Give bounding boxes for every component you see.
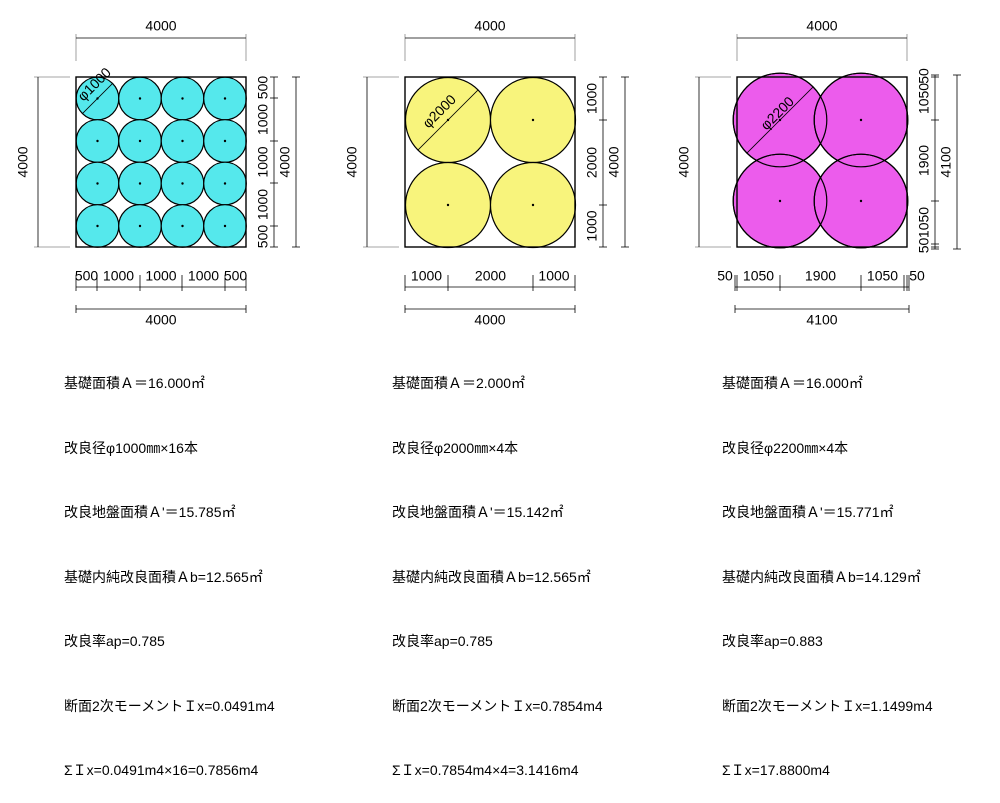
- right-segment-label: 50: [916, 238, 932, 254]
- note-line: 基礎面積Ａ＝16.000㎡: [64, 375, 205, 391]
- note-line: 改良率ap=0.883: [722, 633, 823, 649]
- pile-center-dot: [96, 182, 99, 185]
- pile-center-dot: [96, 139, 99, 143]
- pile-center-dot: [96, 224, 99, 228]
- note-line: 改良径φ2000㎜×4本: [392, 439, 519, 456]
- foundation-outline: [404, 76, 576, 248]
- right-segment-label: 500: [255, 76, 271, 100]
- top-dimension-label: 4000: [145, 18, 176, 34]
- pile-center-dot: [138, 182, 142, 185]
- note-line: 断面2次モーメントＩx=0.0491m4: [64, 697, 275, 714]
- note-line: 改良径φ1000㎜×16本: [64, 439, 198, 456]
- right-total-label: 4000: [277, 146, 293, 177]
- note-line: ΣＩx=0.7854m4×4=3.1416m4: [392, 762, 579, 778]
- pile-center-dot: [181, 139, 184, 143]
- right-segment-label: 1000: [255, 146, 271, 177]
- pile-center-dot: [181, 97, 184, 100]
- right-segment-label: 1000: [255, 189, 271, 220]
- pile-circle-outline: [813, 153, 909, 249]
- pile-center-dot: [531, 203, 535, 207]
- bottom-segment-label: 1000: [188, 268, 219, 284]
- pile-circle-outline: [732, 72, 828, 168]
- right-segment-label: 1000: [584, 83, 600, 114]
- note-line: 改良径φ2200㎜×4本: [722, 439, 849, 456]
- right-segment-label: 1000: [255, 104, 271, 135]
- note-line: ΣＩx=0.0491m4×16=0.7856m4: [64, 762, 259, 778]
- pile-center-dot: [223, 139, 227, 143]
- top-dimension-label: 4000: [474, 18, 505, 34]
- pile-center-dot: [859, 118, 863, 122]
- left-dimension-label: 4000: [676, 146, 692, 177]
- pile-center-dot: [138, 97, 142, 100]
- pile-center-dot: [138, 139, 142, 143]
- note-line: 改良地盤面積Ａ'＝15.142㎡: [392, 504, 564, 520]
- bottom-total-label: 4100: [806, 312, 837, 328]
- pile-center-dot: [778, 199, 782, 203]
- bottom-segment-label: 1000: [538, 268, 569, 284]
- bottom-segment-label: 2000: [475, 268, 506, 284]
- right-total-label: 4100: [938, 146, 954, 177]
- pile-center-dot: [223, 182, 227, 185]
- right-segment-label: 1000: [584, 210, 600, 241]
- left-dimension-label: 4000: [15, 146, 31, 177]
- pile-center-dot: [859, 199, 863, 203]
- bottom-segment-label: 50: [909, 268, 925, 284]
- note-line: 改良率ap=0.785: [392, 633, 493, 649]
- pile-circle-outline: [732, 153, 828, 249]
- pile-center-dot: [138, 224, 142, 228]
- note-line: 基礎面積Ａ＝16.000㎡: [722, 375, 863, 391]
- note-line: 基礎内純改良面積Ａb=12.565㎡: [392, 568, 591, 585]
- pile-center-dot: [223, 224, 227, 228]
- foundation-outline: [736, 76, 908, 248]
- bottom-segment-label: 1000: [145, 268, 176, 284]
- notes-panel-4-piles-2000: 基礎面積Ａ＝2.000㎡ 改良径φ2000㎜×4本 改良地盤面積Ａ'＝15.14…: [392, 330, 603, 803]
- pile-center-dot: [446, 203, 450, 207]
- diameter-line: [417, 89, 479, 151]
- note-line: 断面2次モーメントＩx=0.7854m4: [392, 697, 603, 714]
- bottom-segment-label: 1000: [411, 268, 442, 284]
- bottom-segment-label: 500: [75, 268, 99, 284]
- right-segment-label: 1050: [916, 207, 932, 238]
- right-segment-label: 2000: [584, 147, 600, 178]
- note-line: 基礎内純改良面積Ａb=14.129㎡: [722, 568, 921, 585]
- diameter-line: [82, 83, 113, 114]
- bottom-segment-label: 1050: [743, 268, 774, 284]
- note-line: 改良地盤面積Ａ'＝15.785㎡: [64, 504, 236, 520]
- bottom-segment-label: 1000: [103, 268, 134, 284]
- bottom-segment-label: 1900: [805, 268, 836, 284]
- left-dimension-label: 4000: [344, 146, 360, 177]
- note-line: 基礎内純改良面積Ａb=12.565㎡: [64, 568, 263, 585]
- bottom-segment-label: 50: [717, 268, 733, 284]
- note-line: 改良地盤面積Ａ'＝15.771㎡: [722, 504, 894, 520]
- bottom-total-label: 4000: [474, 312, 505, 328]
- pile-center-dot: [223, 97, 227, 100]
- right-segment-label: 1900: [916, 145, 932, 176]
- pile-circle-outline: [813, 72, 909, 168]
- pile-center-dot: [531, 118, 535, 122]
- bottom-segment-label: 1050: [867, 268, 898, 284]
- right-total-label: 4000: [606, 146, 622, 177]
- right-segment-label: 50: [916, 68, 932, 84]
- right-segment-label: 500: [255, 225, 271, 249]
- note-line: ΣＩx=17.8800m4: [722, 762, 830, 778]
- notes-panel-4-piles-2200: 基礎面積Ａ＝16.000㎡ 改良径φ2200㎜×4本 改良地盤面積Ａ'＝15.7…: [722, 330, 933, 803]
- bottom-segment-label: 500: [224, 268, 248, 284]
- top-dimension-label: 4000: [806, 18, 837, 34]
- pile-center-dot: [181, 182, 184, 185]
- right-segment-label: 1050: [916, 83, 932, 114]
- foundation-outline: [75, 76, 247, 248]
- note-line: 改良率ap=0.785: [64, 633, 165, 649]
- diameter-line: [746, 86, 814, 154]
- bottom-total-label: 4000: [145, 312, 176, 328]
- note-line: 基礎面積Ａ＝2.000㎡: [392, 375, 526, 391]
- pile-center-dot: [181, 224, 184, 228]
- notes-panel-16-piles: 基礎面積Ａ＝16.000㎡ 改良径φ1000㎜×16本 改良地盤面積Ａ'＝15.…: [64, 330, 275, 803]
- note-line: 断面2次モーメントＩx=1.1499m4: [722, 697, 933, 714]
